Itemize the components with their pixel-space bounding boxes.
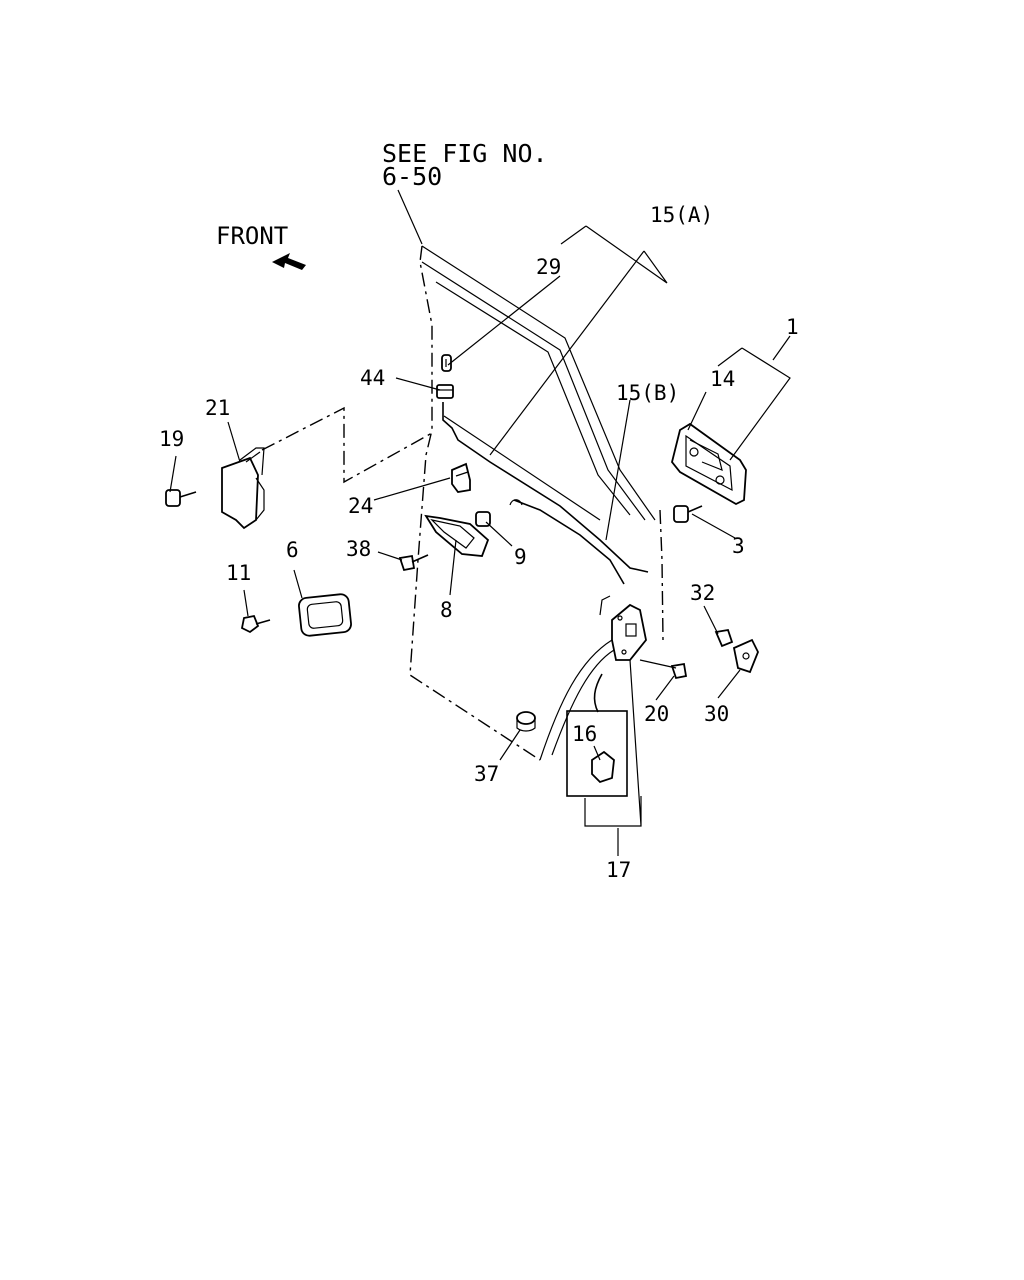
callout-30: 30 bbox=[704, 702, 729, 726]
part-11-screw bbox=[240, 614, 271, 634]
callout-14: 14 bbox=[710, 367, 735, 391]
part-19-bolt bbox=[165, 489, 197, 507]
callout-29: 29 bbox=[536, 255, 561, 279]
callout-21: 21 bbox=[205, 396, 230, 420]
rod-15b-end bbox=[509, 499, 523, 506]
callout-20: 20 bbox=[644, 702, 669, 726]
callout-44: 44 bbox=[360, 366, 385, 390]
actuator-wire-route bbox=[261, 406, 433, 484]
callout-11: 11 bbox=[226, 561, 251, 585]
part-38-screw bbox=[398, 554, 429, 572]
callout-24: 24 bbox=[348, 494, 373, 518]
see-fig-reference-line2: 6-50 bbox=[382, 162, 442, 191]
part-1-outside-handle bbox=[671, 422, 747, 506]
callout-6: 6 bbox=[286, 538, 299, 562]
callout-3: 3 bbox=[732, 534, 745, 558]
part-37-plug bbox=[516, 711, 536, 732]
part-3-bolt bbox=[673, 505, 703, 523]
part-20-screw bbox=[670, 662, 688, 680]
reference-leader bbox=[397, 189, 423, 245]
door-panel-edge-right bbox=[659, 509, 664, 641]
callout-38: 38 bbox=[346, 537, 371, 561]
part-6-escutcheon bbox=[298, 593, 352, 637]
part-44-clip bbox=[436, 384, 454, 399]
leader-lines bbox=[169, 225, 791, 856]
rod-15b bbox=[513, 499, 625, 585]
part-30-striker bbox=[732, 638, 759, 674]
part-21-actuator bbox=[221, 447, 265, 530]
front-arrow-icon bbox=[272, 253, 306, 270]
part-32-screw bbox=[714, 628, 734, 648]
callout-19: 19 bbox=[159, 427, 184, 451]
callout-32: 32 bbox=[690, 581, 715, 605]
callout-16: 16 bbox=[572, 722, 597, 746]
door-panel-outline bbox=[409, 245, 541, 761]
window-frame bbox=[421, 245, 656, 761]
front-direction-label: FRONT bbox=[216, 222, 288, 250]
door-lock-assembly bbox=[599, 595, 647, 661]
callout-15b: 15(B) bbox=[616, 381, 679, 405]
part-8-inner-handle bbox=[424, 514, 490, 557]
callout-17: 17 bbox=[606, 858, 631, 882]
callout-9: 9 bbox=[514, 545, 527, 569]
see-fig-reference-line1: SEE FIG NO. bbox=[382, 139, 548, 168]
callout-37: 37 bbox=[474, 762, 499, 786]
part-24-bracket bbox=[451, 462, 471, 493]
part-16-inset bbox=[566, 673, 628, 797]
callout-1: 1 bbox=[786, 315, 799, 339]
callout-8: 8 bbox=[440, 598, 453, 622]
rod-15a bbox=[442, 402, 649, 573]
callout-15a: 15(A) bbox=[650, 203, 713, 227]
